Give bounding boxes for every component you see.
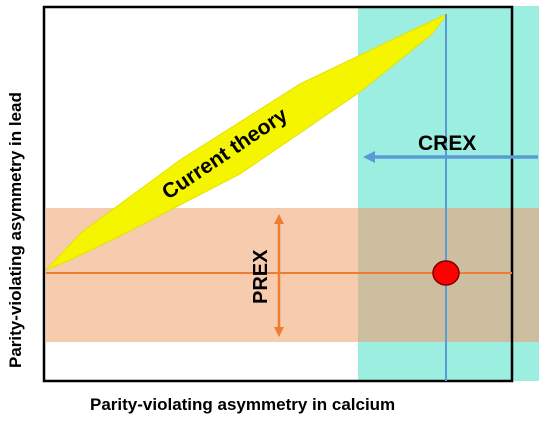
current-theory-label: Current theory xyxy=(158,103,292,204)
crex-label: CREX xyxy=(418,132,476,155)
y-axis-label: Parity-violating asymmetry in lead xyxy=(6,92,25,368)
prex-label: PREX xyxy=(250,249,272,304)
plot-frame xyxy=(42,5,514,383)
current-theory-band xyxy=(45,13,448,271)
x-axis-label: Parity-violating asymmetry in calcium xyxy=(90,395,396,414)
red-circle-marker-icon xyxy=(432,260,460,286)
